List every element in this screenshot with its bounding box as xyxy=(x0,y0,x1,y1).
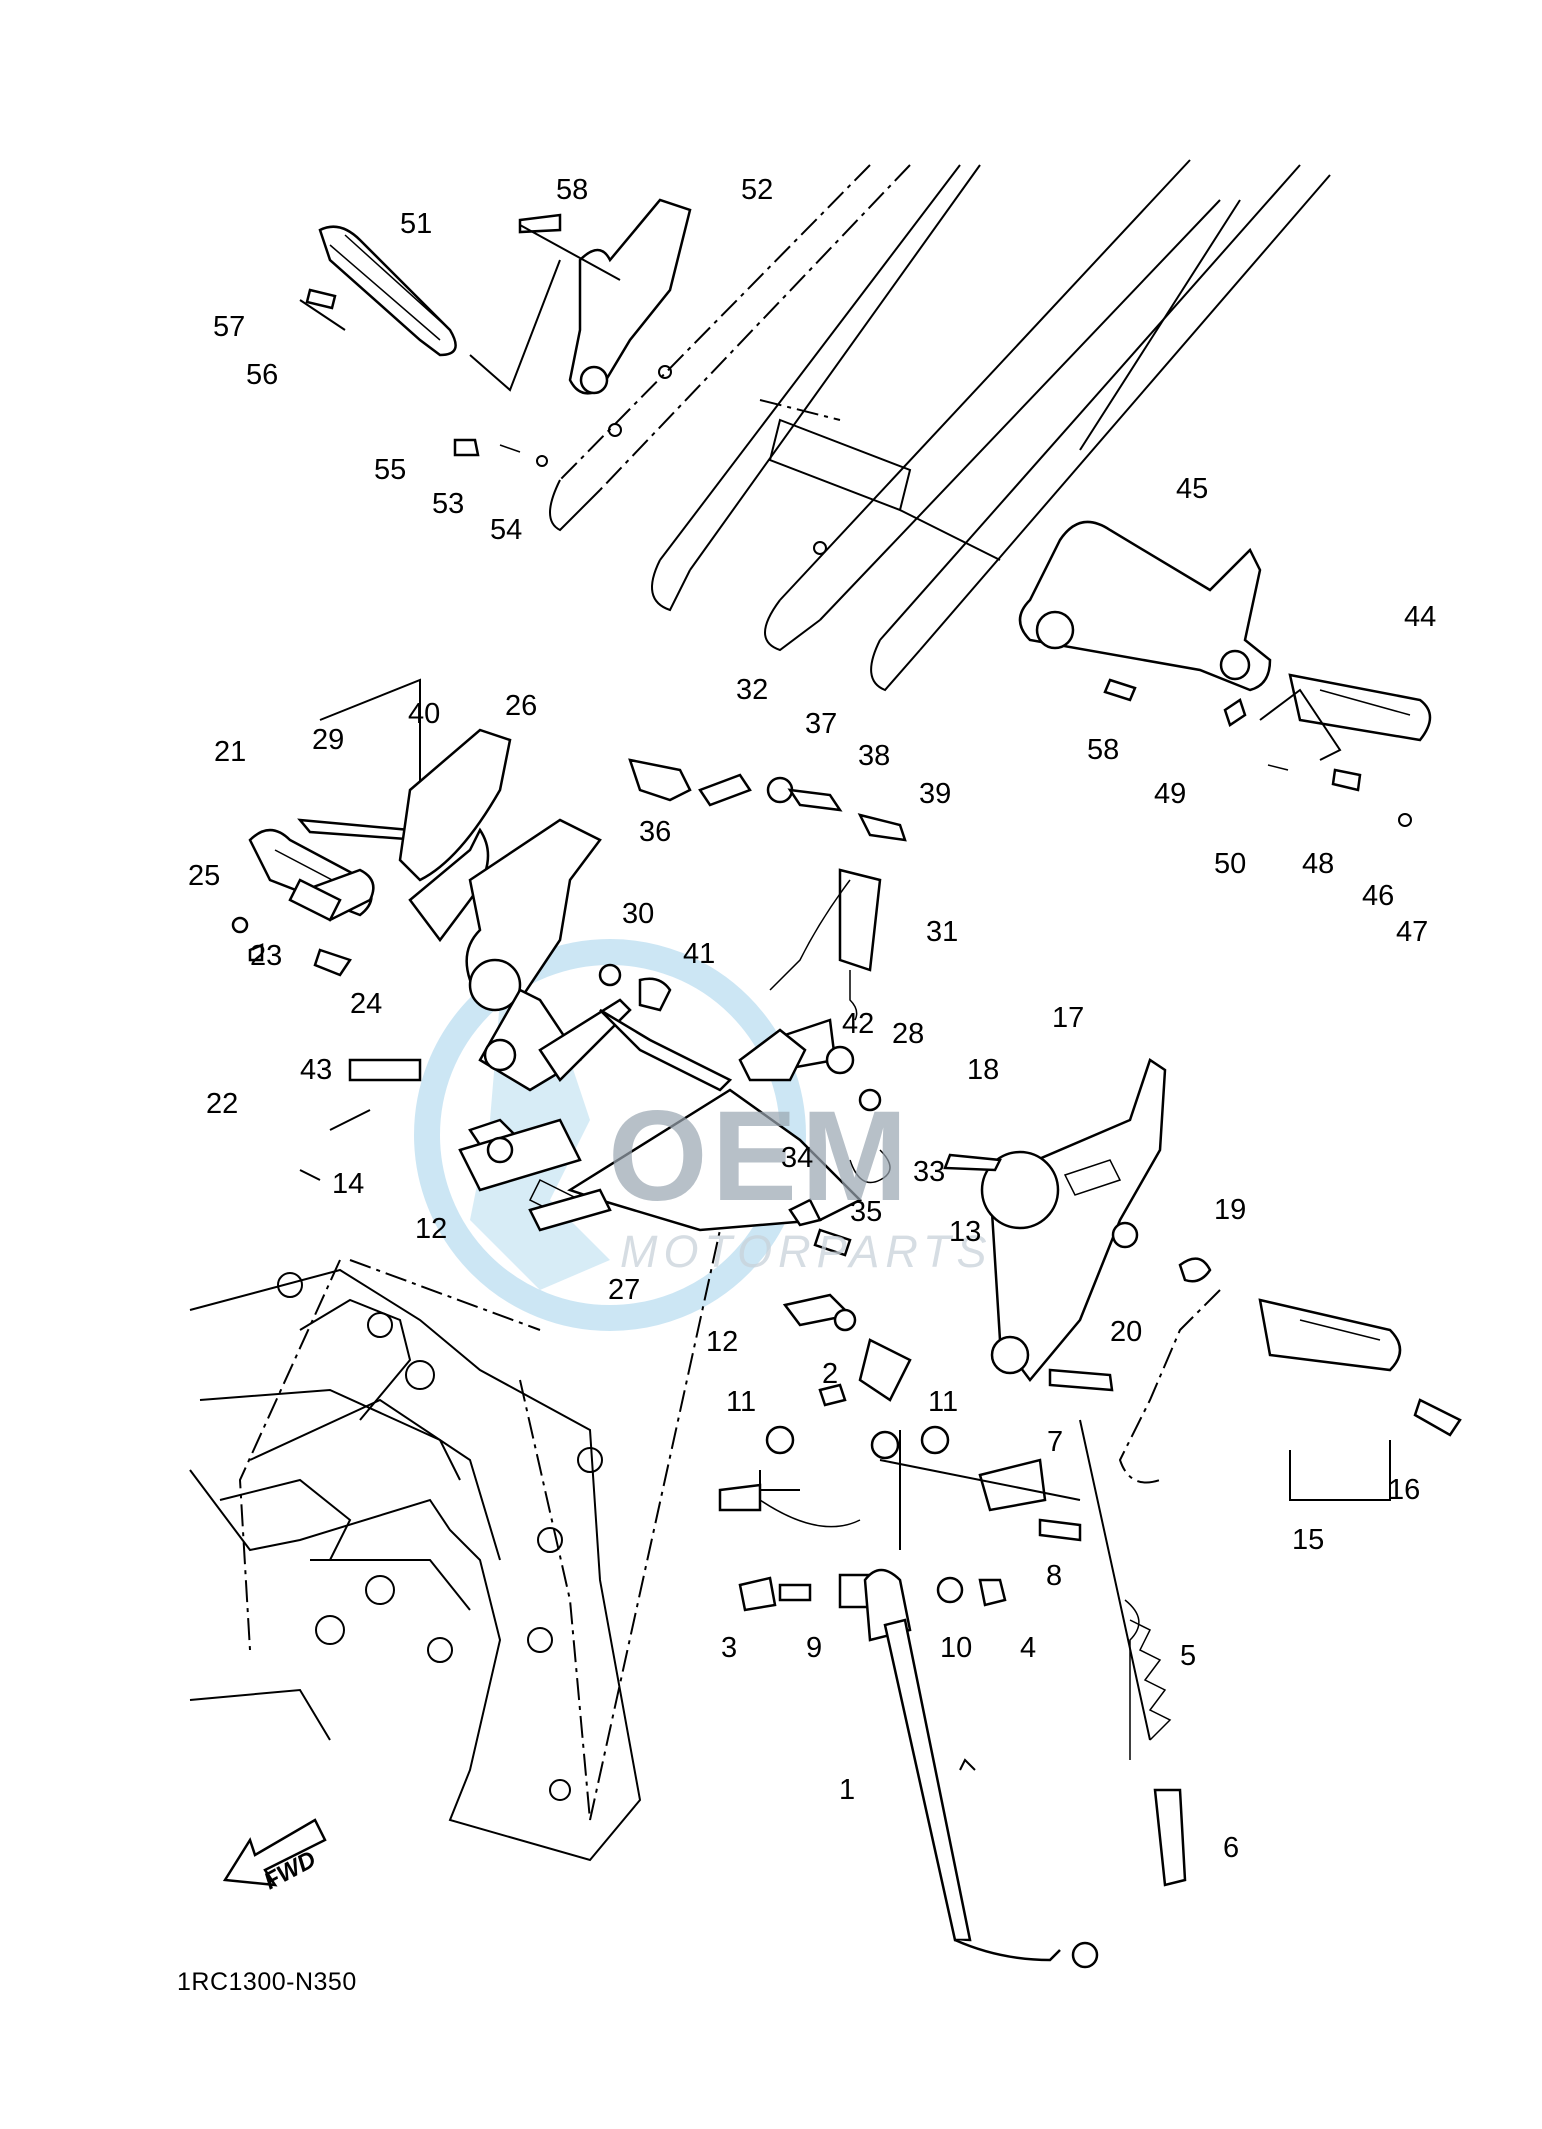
rider-footrest-bracket xyxy=(943,1058,1462,1501)
part-label: 9 xyxy=(806,1632,823,1664)
part-label: 30 xyxy=(622,898,655,930)
part-label: 45 xyxy=(1176,473,1209,505)
part-label: 57 xyxy=(213,311,246,343)
part-label: 52 xyxy=(741,174,774,206)
part-label: 42 xyxy=(842,1008,875,1040)
part-label: 41 xyxy=(683,938,716,970)
part-label: 34 xyxy=(781,1142,814,1174)
part-label: 2 xyxy=(822,1358,839,1390)
part-label: 26 xyxy=(505,690,538,722)
part-label: 10 xyxy=(940,1632,973,1664)
part-label: 12 xyxy=(706,1326,739,1358)
part-label: 15 xyxy=(1292,1524,1325,1556)
part-label: 53 xyxy=(432,488,465,520)
part-label: 12 xyxy=(415,1213,448,1245)
part-label: 51 xyxy=(400,208,433,240)
part-label: 1 xyxy=(839,1774,856,1806)
fwd-arrow-icon xyxy=(222,1818,327,1887)
part-label: 43 xyxy=(300,1054,333,1086)
part-label: 58 xyxy=(1087,734,1120,766)
part-label: 6 xyxy=(1223,1832,1240,1864)
watermark-text: MOTORPARTS xyxy=(620,1226,993,1277)
part-label: 13 xyxy=(949,1216,982,1248)
part-label: 44 xyxy=(1404,601,1437,633)
rear-footrest-left xyxy=(299,198,692,467)
sidestand-assembly xyxy=(718,1293,1187,1969)
part-label: 21 xyxy=(214,736,247,768)
part-label: 36 xyxy=(639,816,672,848)
part-label: 14 xyxy=(332,1168,365,1200)
rear-footrest-right xyxy=(1018,520,1432,827)
part-label: 18 xyxy=(967,1054,1000,1086)
engine-frame xyxy=(189,1229,721,1862)
part-label: 23 xyxy=(250,940,283,972)
part-label: 22 xyxy=(206,1088,239,1120)
part-label: 47 xyxy=(1396,916,1429,948)
part-label: 37 xyxy=(805,708,838,740)
part-label: 11 xyxy=(928,1386,959,1418)
part-label: 25 xyxy=(188,860,221,892)
part-label: 50 xyxy=(1214,848,1247,880)
part-label: 46 xyxy=(1362,880,1395,912)
part-label: 54 xyxy=(490,514,523,546)
brake-pedal-assembly xyxy=(231,678,907,1257)
part-label: 31 xyxy=(926,916,959,948)
part-label: 58 xyxy=(556,174,589,206)
part-label: 55 xyxy=(374,454,407,486)
part-label: 29 xyxy=(312,724,345,756)
frame-rails xyxy=(549,159,1331,692)
part-label: 3 xyxy=(721,1632,738,1664)
part-label: 56 xyxy=(246,359,279,391)
part-label: 33 xyxy=(913,1156,946,1188)
part-label: 38 xyxy=(858,740,891,772)
part-label: 7 xyxy=(1047,1426,1064,1458)
part-label: 32 xyxy=(736,674,769,706)
part-label: 35 xyxy=(850,1196,883,1228)
part-label: 19 xyxy=(1214,1194,1247,1226)
part-label: 28 xyxy=(892,1018,925,1050)
part-label: 5 xyxy=(1180,1640,1197,1672)
part-label: 49 xyxy=(1154,778,1187,810)
part-label: 27 xyxy=(608,1274,641,1306)
part-label: 20 xyxy=(1110,1316,1143,1348)
part-label: 24 xyxy=(350,988,383,1020)
watermark-logo: OEM xyxy=(608,1085,912,1228)
part-label: 11 xyxy=(726,1386,757,1418)
part-label: 4 xyxy=(1020,1632,1037,1664)
part-label: 17 xyxy=(1052,1002,1085,1034)
part-label: 39 xyxy=(919,778,952,810)
diagram-code: 1RC1300-N350 xyxy=(177,1968,357,1996)
part-label: 40 xyxy=(408,698,441,730)
part-label: 48 xyxy=(1302,848,1335,880)
part-label: 8 xyxy=(1046,1560,1063,1592)
part-label: 16 xyxy=(1388,1474,1421,1506)
